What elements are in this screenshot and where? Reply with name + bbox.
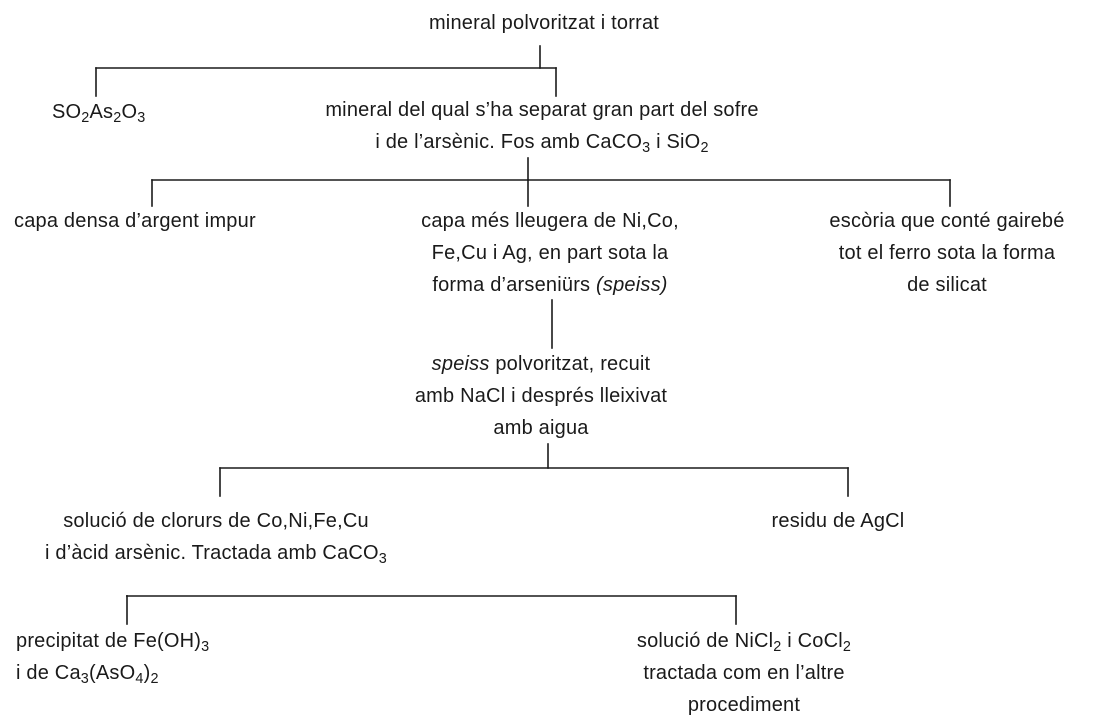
node-text-line: amb NaCl i després lleixivat xyxy=(414,385,668,407)
node-text-line: amb aigua xyxy=(493,417,589,439)
node-text-line: Fe,Cu i Ag, en part sota la xyxy=(431,242,669,264)
node-text-line: i d’àcid arsènic. Tractada amb CaCO3 xyxy=(44,542,388,568)
node-text-line: de silicat xyxy=(907,274,987,296)
node-dense-silver-layer: capa densa d’argent impur xyxy=(14,205,256,237)
node-text-line: procediment xyxy=(687,694,801,716)
node-precipitate: precipitat de Fe(OH)3 i de Ca3(AsO4)2 xyxy=(16,625,209,689)
node-chloride-solution: solució de clorurs de Co,Ni,Fe,Cu i d’àci… xyxy=(45,505,387,569)
node-agcl-residue: residu de AgCl xyxy=(772,505,905,537)
node-text-line: solució de clorurs de Co,Ni,Fe,Cu xyxy=(63,510,369,532)
node-speiss: speiss polvoritzat, recuit amb NaCl i des… xyxy=(415,348,667,444)
node-text-line: capa més lleugera de Ni,Co, xyxy=(421,210,679,232)
node-text-line: forma d’arseniürs (speiss) xyxy=(432,274,668,296)
node-slag: escòria que conté gairebé tot el ferro so… xyxy=(829,205,1064,301)
node-text-line: solució de NiCl2 i CoCl2 xyxy=(636,630,852,656)
node-text-line: tot el ferro sota la forma xyxy=(838,242,1056,264)
node-text-line: SO2As2O3 xyxy=(52,101,146,127)
node-text-line: speiss polvoritzat, recuit xyxy=(431,353,651,375)
node-text-line: i de Ca3(AsO4)2 xyxy=(16,662,159,688)
node-text-line: tractada com en l’altre xyxy=(643,662,845,684)
node-text-line: escòria que conté gairebé xyxy=(829,210,1065,232)
node-nicl2-cocl2-solution: solució de NiCl2 i CoCl2 tractada com en … xyxy=(637,625,851,721)
node-roasted-mineral: mineral del qual s’ha separat gran part … xyxy=(325,94,758,158)
node-text-line: mineral polvoritzat i torrat xyxy=(428,12,660,34)
node-text-line: mineral del qual s’ha separat gran part … xyxy=(325,99,759,121)
node-light-layer: capa més lleugera de Ni,Co, Fe,Cu i Ag, e… xyxy=(421,205,679,301)
node-text-line: precipitat de Fe(OH)3 xyxy=(16,630,210,656)
node-roasted-mineral-input: mineral polvoritzat i torrat xyxy=(429,7,659,39)
node-text-line: capa densa d’argent impur xyxy=(14,210,256,232)
node-text-line: residu de AgCl xyxy=(771,510,905,532)
node-gases: SO2As2O3 xyxy=(52,96,145,128)
node-text-line: i de l’arsènic. Fos amb CaCO3 i SiO2 xyxy=(375,131,709,157)
